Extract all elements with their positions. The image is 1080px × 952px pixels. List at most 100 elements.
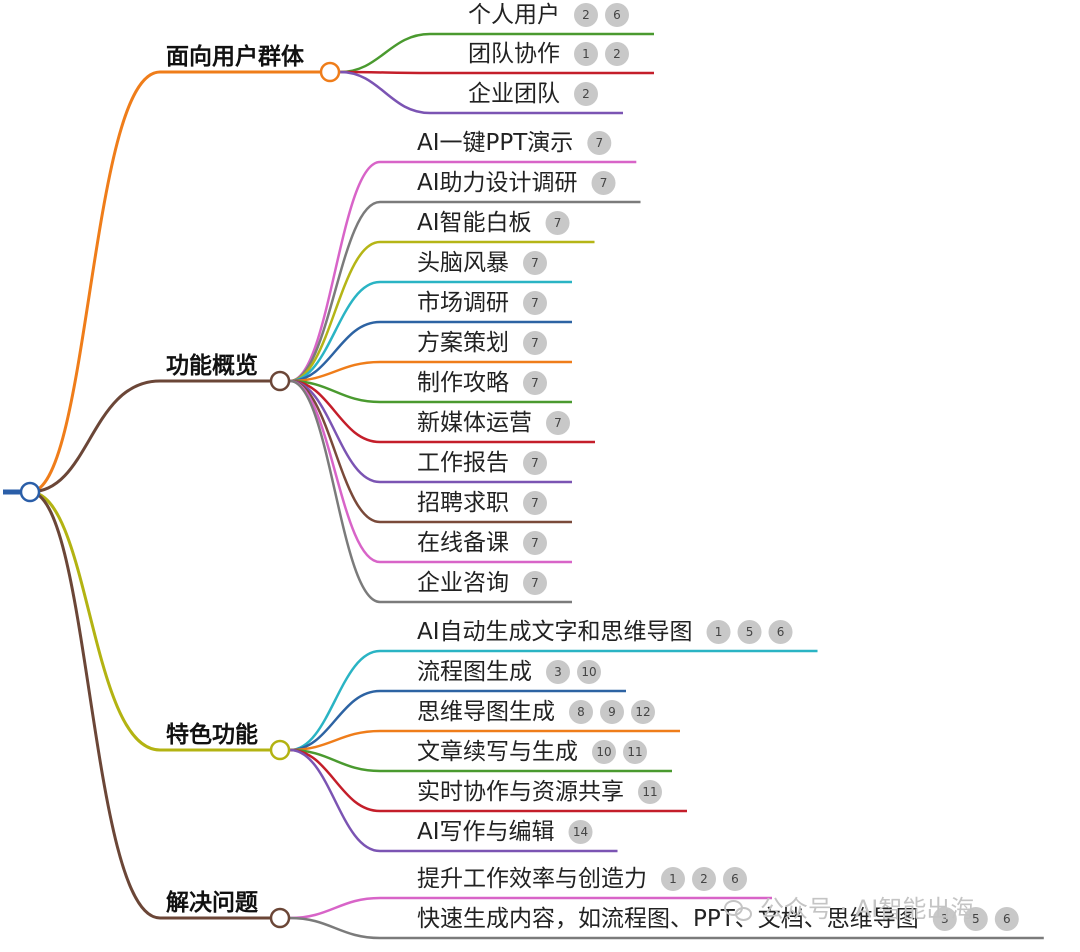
badge-6: 6 [723, 867, 747, 891]
badge-number: 6 [613, 8, 621, 22]
badge-3: 3 [546, 660, 570, 684]
badge-circle [737, 620, 762, 644]
badge-circle [623, 740, 647, 764]
badge-number: 7 [531, 336, 539, 350]
badge-number: 7 [531, 256, 539, 270]
leaf-connector [289, 160, 637, 383]
branch-connector [29, 490, 280, 920]
leaf-label: 思维导图生成 [417, 699, 555, 725]
branch-node [269, 370, 291, 392]
branch-node [319, 61, 341, 83]
leaf-label: 个人用户 [468, 2, 560, 28]
leaf-label: AI助力设计调研 [417, 170, 578, 196]
leaf-label: 团队协作 [468, 41, 560, 67]
badge-number: 7 [531, 296, 539, 310]
badge-number: 11 [642, 785, 657, 799]
leaf-connector [289, 280, 572, 383]
leaf-connector [289, 379, 572, 404]
leaf-connector [289, 320, 572, 383]
leaf-label: 流程图生成 [417, 659, 532, 685]
leaf-connector [289, 379, 572, 524]
badge-7: 7 [591, 171, 616, 195]
badge-number: 7 [531, 496, 539, 510]
badge-number: 7 [531, 576, 539, 590]
badge-number: 9 [608, 705, 616, 719]
leaf-connector [289, 360, 572, 383]
branch-connector [29, 70, 330, 494]
badge-1: 1 [574, 42, 598, 66]
badge-2: 2 [574, 82, 598, 106]
branch-node [269, 907, 291, 929]
leaf-label: 实时协作与资源共享 [417, 779, 624, 805]
badge-6: 6 [605, 3, 629, 27]
leaf-connector [289, 689, 626, 752]
badge-7: 7 [587, 131, 612, 155]
badge-number: 6 [777, 625, 785, 639]
leaf-connector [289, 649, 818, 752]
badge-7: 7 [523, 331, 547, 355]
badge-7: 7 [523, 571, 547, 595]
badge-circle [546, 660, 570, 684]
badge-circle [523, 571, 547, 595]
leaf-connector [289, 379, 572, 484]
leaf-connector [339, 32, 654, 74]
leaf-label: 方案策划 [417, 330, 509, 356]
leaf-label: 制作攻略 [417, 370, 509, 396]
badge-2: 2 [574, 3, 598, 27]
badge-6: 6 [768, 620, 793, 644]
leaf-connector [289, 896, 772, 920]
badge-circle [523, 331, 547, 355]
badge-number: 11 [627, 745, 642, 759]
badge-circle [605, 3, 629, 27]
badge-number: 10 [596, 745, 611, 759]
badge-1: 1 [661, 867, 685, 891]
badge-number: 7 [554, 416, 562, 430]
root-node [19, 481, 41, 503]
badge-11: 11 [638, 780, 662, 804]
branch-connector [29, 379, 280, 494]
badge-2: 2 [692, 867, 716, 891]
badge-7: 7 [523, 251, 547, 275]
branch-label: 功能概览 [166, 352, 258, 379]
badge-number: 1 [715, 625, 723, 639]
badge-circle [523, 531, 547, 555]
leaf-label: 企业团队 [468, 81, 560, 107]
badge-5: 5 [737, 620, 762, 644]
badge-circle [574, 42, 598, 66]
badge-7: 7 [523, 451, 547, 475]
leaf-connector [339, 70, 654, 75]
badge-circle [768, 620, 793, 644]
badge-number: 6 [1003, 912, 1011, 926]
badge-number: 7 [554, 216, 562, 230]
leaf-label: 头脑风暴 [417, 250, 509, 276]
badge-7: 7 [546, 411, 570, 435]
badge-9: 9 [600, 700, 624, 724]
leaf-label: 企业咨询 [417, 570, 509, 596]
badge-number: 1 [582, 47, 590, 61]
badge-11: 11 [623, 740, 647, 764]
leaf-connector [289, 379, 572, 604]
badge-3: 3 [932, 907, 957, 931]
badge-number: 7 [531, 376, 539, 390]
leaf-connector [339, 70, 623, 115]
leaf-connector [289, 729, 680, 752]
badge-circle [569, 700, 593, 724]
badge-circle [963, 907, 988, 931]
badge-circle [692, 867, 716, 891]
badge-circle [545, 211, 570, 235]
leaf-connector [289, 748, 672, 773]
badge-number: 8 [577, 705, 585, 719]
badge-circle [523, 371, 547, 395]
badge-number: 5 [972, 912, 980, 926]
badge-circle [568, 820, 593, 844]
leaf-label: AI自动生成文字和思维导图 [417, 619, 693, 645]
leaf-label: AI智能白板 [417, 210, 532, 236]
leaf-label: AI写作与编辑 [417, 819, 555, 845]
leaf-label: 市场调研 [417, 290, 509, 316]
badge-10: 10 [592, 740, 616, 764]
badge-circle [706, 620, 731, 644]
badge-number: 7 [531, 456, 539, 470]
badge-circle [638, 780, 662, 804]
badge-circle [587, 131, 612, 155]
